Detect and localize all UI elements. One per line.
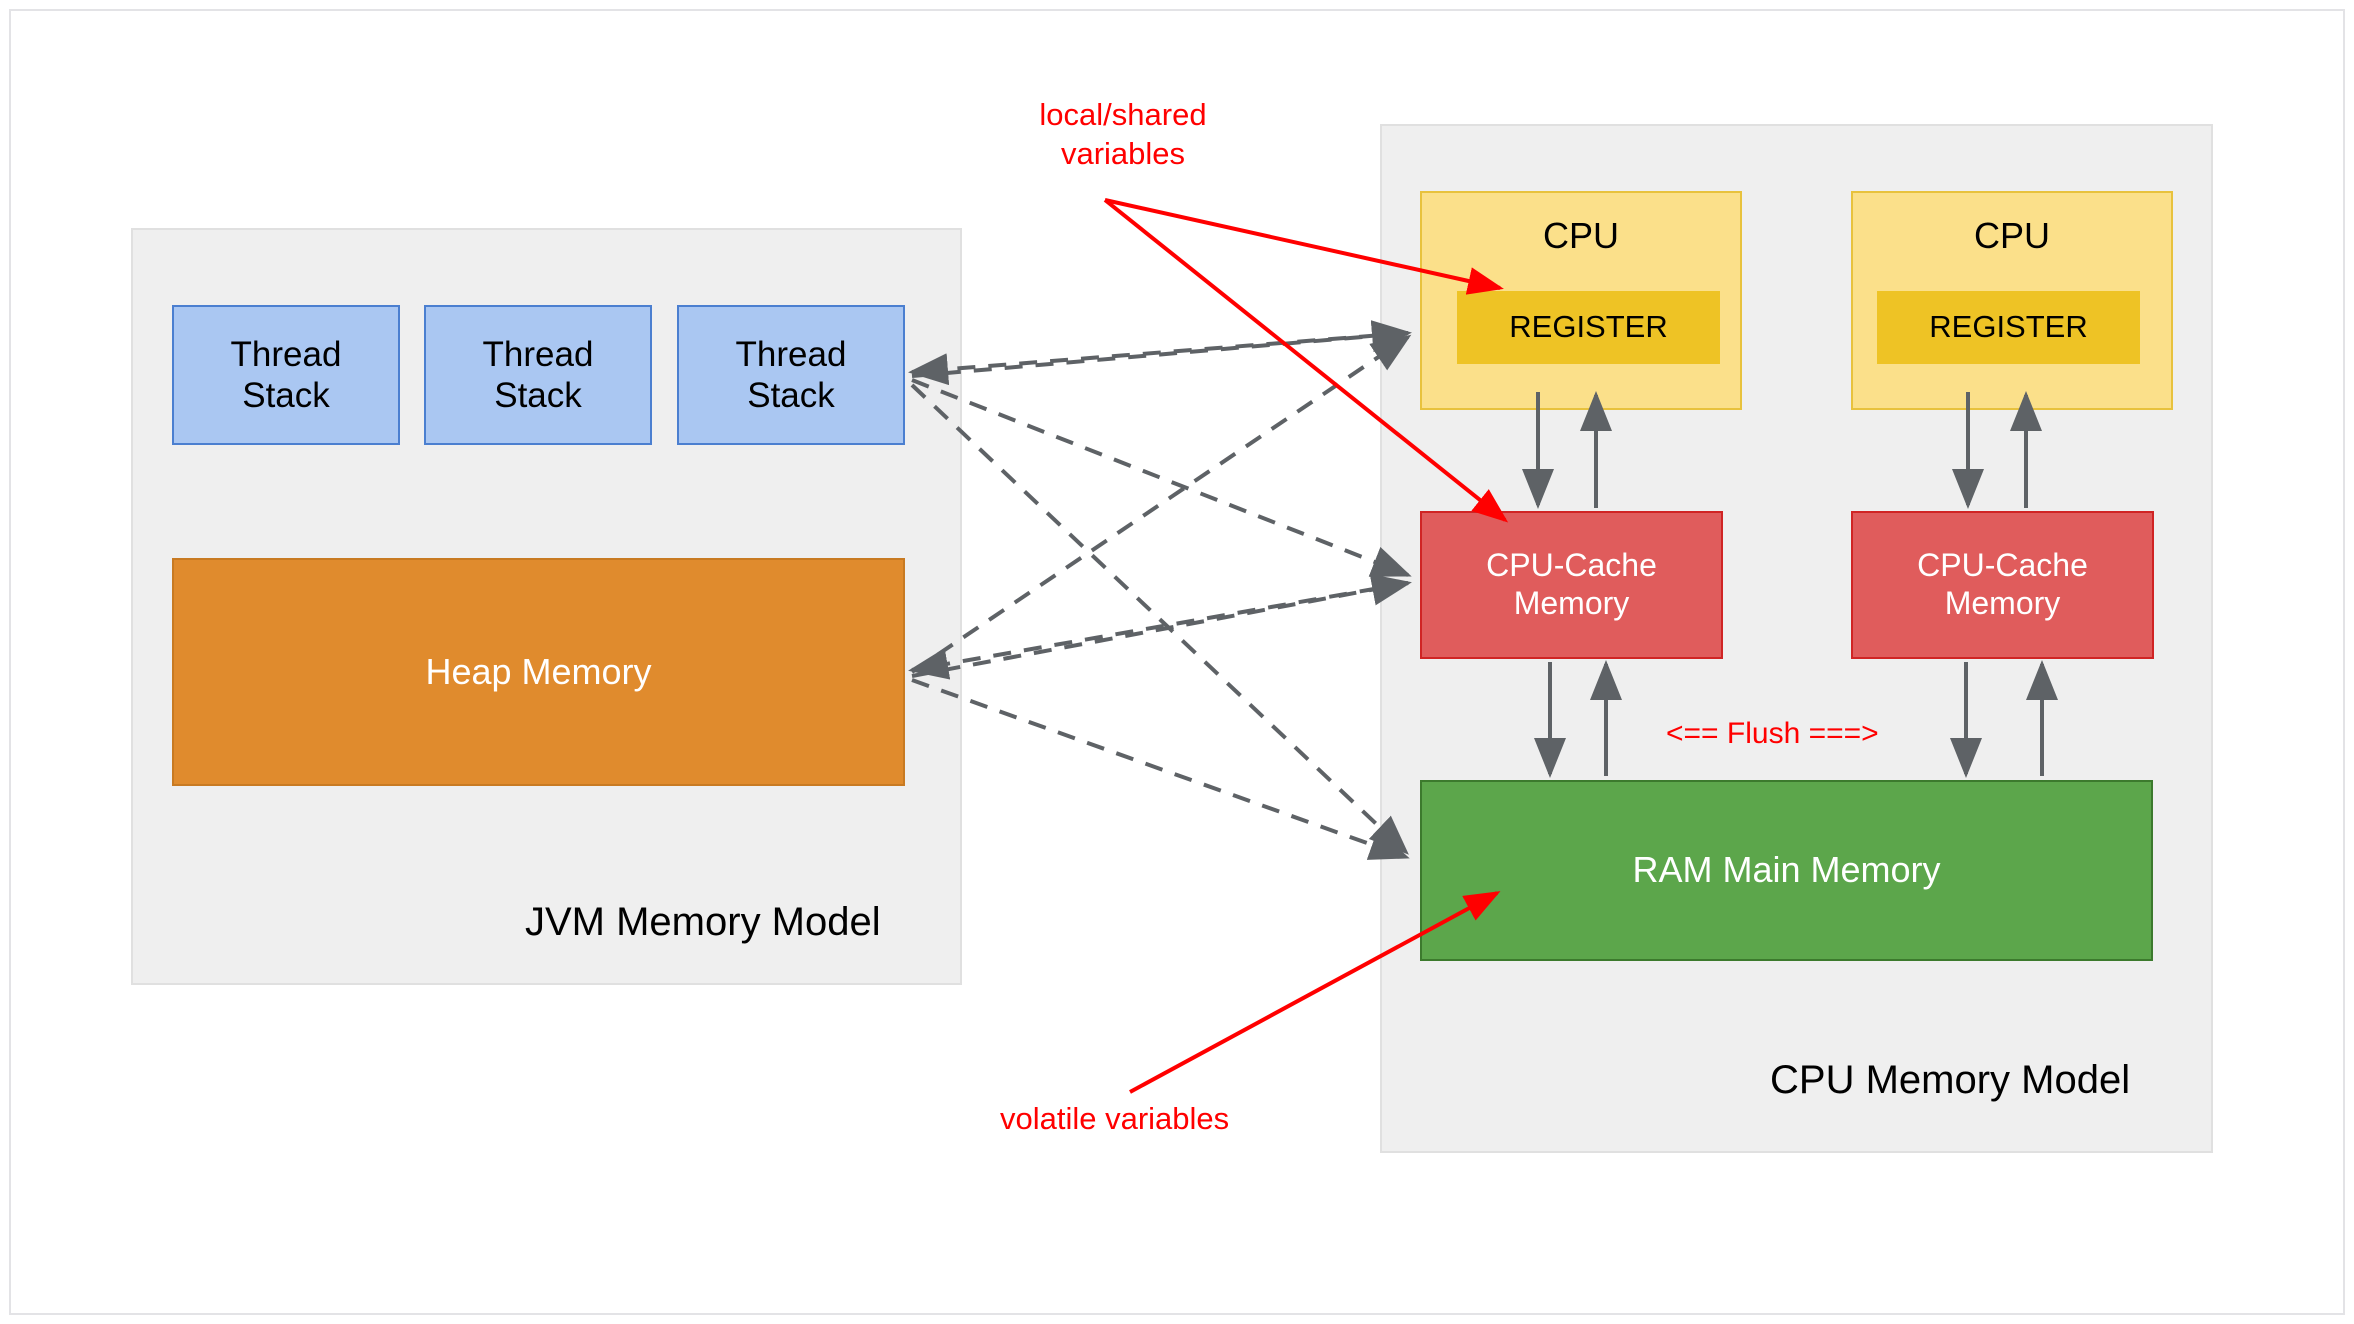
heap-memory-box[interactable]: Heap Memory bbox=[172, 558, 905, 786]
cpu-cache-label-2: CPU-Cache Memory bbox=[1917, 547, 2088, 621]
thread-stack-box-2[interactable]: Thread Stack bbox=[424, 305, 652, 445]
jvm-memory-model-caption: JVM Memory Model bbox=[525, 900, 881, 944]
flush-annotation: <== Flush ===> bbox=[1666, 717, 1879, 750]
cpu-cache-label-1: CPU-Cache Memory bbox=[1486, 547, 1657, 621]
register-label-1: REGISTER bbox=[1509, 309, 1668, 345]
register-label-2: REGISTER bbox=[1929, 309, 2088, 345]
cpu-cache-memory-box-1[interactable]: CPU-Cache Memory bbox=[1420, 511, 1723, 659]
cpu-cache-memory-box-2[interactable]: CPU-Cache Memory bbox=[1851, 511, 2154, 659]
dashed-connector-group bbox=[908, 320, 1412, 860]
cpu-label-2: CPU bbox=[1973, 215, 2050, 256]
volatile-variables-annotation: volatile variables bbox=[1000, 1101, 1230, 1136]
thread-stack-label-3: Thread Stack bbox=[735, 334, 847, 415]
thread-stack-box-1[interactable]: Thread Stack bbox=[172, 305, 400, 445]
thread-stack-label-2: Thread Stack bbox=[482, 334, 594, 415]
thread-stack-label-1: Thread Stack bbox=[230, 334, 342, 415]
cpu-label-1: CPU bbox=[1542, 215, 1619, 256]
register-box-1[interactable]: REGISTER bbox=[1457, 291, 1720, 364]
thread-stack-box-3[interactable]: Thread Stack bbox=[677, 305, 905, 445]
heap-memory-label: Heap Memory bbox=[425, 650, 652, 692]
local-shared-variables-annotation: local/shared variables bbox=[1039, 97, 1207, 171]
ram-main-memory-label: RAM Main Memory bbox=[1632, 849, 1941, 891]
register-box-2[interactable]: REGISTER bbox=[1877, 291, 2140, 364]
cpu-memory-model-caption: CPU Memory Model bbox=[1770, 1058, 2131, 1102]
ram-main-memory-box[interactable]: RAM Main Memory bbox=[1420, 780, 2153, 961]
